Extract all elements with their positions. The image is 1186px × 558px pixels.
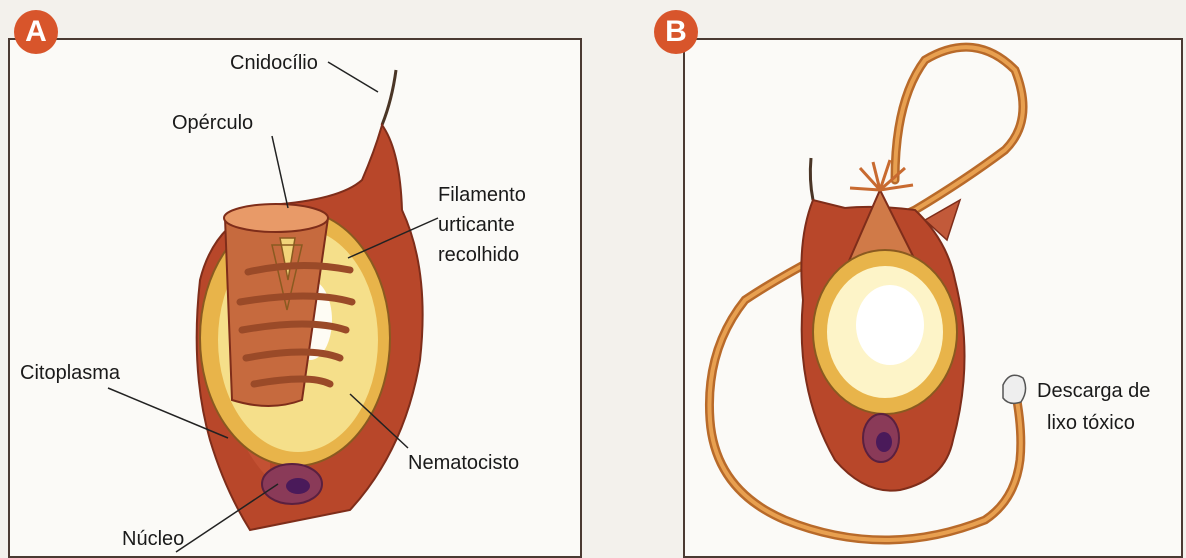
operculum-lid (224, 204, 328, 232)
cnidocyte-illustration-b (685, 40, 1183, 558)
cnidocyte-illustration-a (10, 40, 582, 558)
label-filamento-3: recolhido (438, 240, 519, 270)
label-descarga-1: Descarga de (1037, 376, 1150, 406)
label-nucleo: Núcleo (122, 524, 184, 554)
label-operculo: Opérculo (172, 108, 253, 138)
panel-a-badge: A (14, 10, 58, 54)
label-filamento-2: urticante (438, 210, 515, 240)
toxic-waste-discharge (1003, 375, 1026, 403)
label-cnidocilio: Cnidocílio (230, 48, 318, 78)
label-descarga-2: lixo tóxico (1047, 408, 1135, 438)
panel-b-badge: B (654, 10, 698, 54)
label-citoplasma: Citoplasma (20, 358, 120, 388)
label-nematocisto: Nematocisto (408, 448, 519, 478)
panel-b: Descarga de lixo tóxico (683, 38, 1183, 558)
label-filamento-1: Filamento (438, 180, 526, 210)
cnidocil-hair (382, 70, 396, 125)
panel-a: Cnidocílio Opérculo Filamento urticante … (8, 38, 582, 558)
